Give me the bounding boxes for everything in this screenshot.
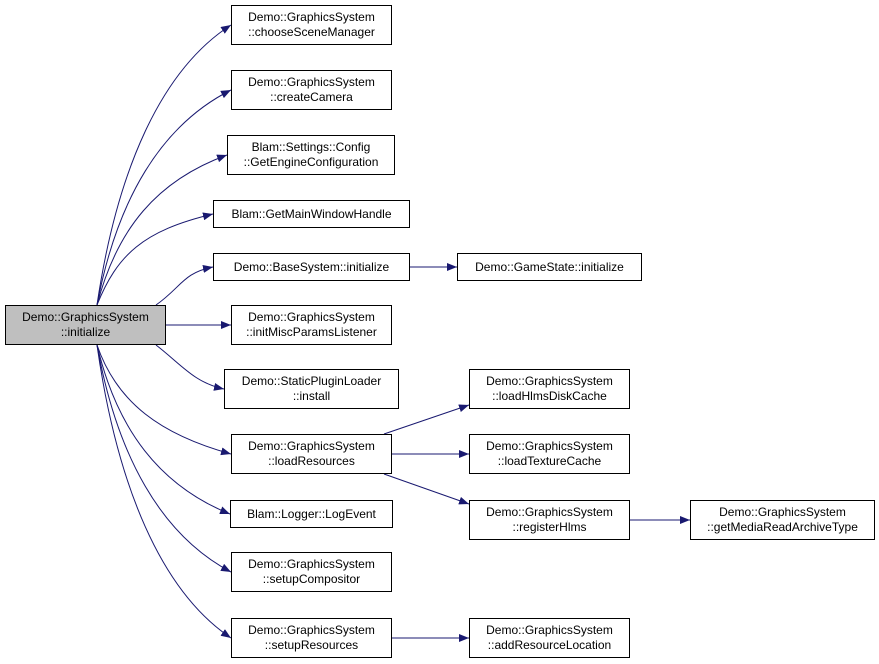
node-load-hlms-disk-cache[interactable]: Demo::GraphicsSystem ::loadHlmsDiskCache xyxy=(469,369,630,409)
node-register-hlms[interactable]: Demo::GraphicsSystem ::registerHlms xyxy=(469,500,630,540)
node-log-event[interactable]: Blam::Logger::LogEvent xyxy=(230,500,393,528)
node-base-system-initialize[interactable]: Demo::BaseSystem::initialize xyxy=(213,253,410,281)
node-label-line: Demo::GraphicsSystem xyxy=(248,310,375,324)
edge-load_resources-to-register_hlms xyxy=(383,473,470,505)
edge-root-to-create_camera xyxy=(96,89,232,306)
node-label-line: ::initMiscParamsListener xyxy=(246,325,377,339)
node-label-line: ::GetEngineConfiguration xyxy=(243,155,379,169)
node-get-engine-configuration[interactable]: Blam::Settings::Config ::GetEngineConfig… xyxy=(227,135,395,175)
node-load-texture-cache[interactable]: Demo::GraphicsSystem ::loadTextureCache xyxy=(469,434,630,474)
node-label-line: ::setupCompositor xyxy=(262,572,361,586)
edge-root-to-setup_compositor xyxy=(96,344,232,573)
node-label-line: Demo::GameState::initialize xyxy=(475,259,624,274)
node-static-plugin-loader-install[interactable]: Demo::StaticPluginLoader ::install xyxy=(224,369,399,409)
node-label-line: ::loadResources xyxy=(268,454,355,468)
node-graphics-system-initialize: Demo::GraphicsSystem ::initialize xyxy=(5,305,166,345)
node-setup-resources[interactable]: Demo::GraphicsSystem ::setupResources xyxy=(231,618,392,658)
node-get-main-window-handle[interactable]: Blam::GetMainWindowHandle xyxy=(213,200,410,228)
node-load-resources[interactable]: Demo::GraphicsSystem ::loadResources xyxy=(231,434,392,474)
edge-load_resources-to-load_hlms_disk_cache xyxy=(383,404,470,435)
node-label-line: Blam::Settings::Config xyxy=(251,140,371,154)
node-label-line: Blam::Logger::LogEvent xyxy=(247,506,376,521)
edge-root-to-base_system_initialize xyxy=(155,264,214,306)
edge-root-to-static_plugin_loader_install xyxy=(155,344,225,391)
node-setup-compositor[interactable]: Demo::GraphicsSystem ::setupCompositor xyxy=(231,552,392,592)
node-label-line: ::install xyxy=(292,389,331,403)
node-label-line: ::registerHlms xyxy=(512,520,587,534)
node-label-line: Demo::GraphicsSystem xyxy=(486,374,613,388)
node-label-line: Demo::StaticPluginLoader xyxy=(241,374,382,388)
node-label-line: Demo::GraphicsSystem xyxy=(486,623,613,637)
edge-root-to-log_event xyxy=(96,344,231,515)
node-label-line: ::loadHlmsDiskCache xyxy=(492,389,607,403)
edge-root-to-choose_scene_manager xyxy=(96,24,232,306)
node-label-line: Demo::GraphicsSystem xyxy=(248,623,375,637)
edge-root-to-get_engine_configuration xyxy=(96,154,228,306)
node-label-line: Demo::GraphicsSystem xyxy=(486,505,613,519)
node-label-line: ::createCamera xyxy=(270,90,353,104)
node-label-line: ::initialize xyxy=(60,325,111,339)
node-get-media-read-archive-type[interactable]: Demo::GraphicsSystem ::getMediaReadArchi… xyxy=(690,500,875,540)
node-label-line: Demo::GraphicsSystem xyxy=(248,557,375,571)
node-label-line: ::chooseSceneManager xyxy=(248,25,375,39)
node-label-line: Demo::GraphicsSystem xyxy=(719,505,846,519)
node-label-line: Blam::GetMainWindowHandle xyxy=(231,206,392,221)
node-init-misc-params-listener[interactable]: Demo::GraphicsSystem ::initMiscParamsLis… xyxy=(231,305,392,345)
node-label-line: Demo::GraphicsSystem xyxy=(486,439,613,453)
edge-root-to-load_resources xyxy=(96,344,232,456)
edge-root-to-setup_resources xyxy=(96,344,232,639)
node-label-line: ::getMediaReadArchiveType xyxy=(707,520,858,534)
node-label-line: Demo::GraphicsSystem xyxy=(248,75,375,89)
node-create-camera[interactable]: Demo::GraphicsSystem ::createCamera xyxy=(231,70,392,110)
node-add-resource-location[interactable]: Demo::GraphicsSystem ::addResourceLocati… xyxy=(469,618,630,658)
node-label-line: ::loadTextureCache xyxy=(497,454,602,468)
node-label-line: ::addResourceLocation xyxy=(487,638,612,652)
node-label-line: Demo::BaseSystem::initialize xyxy=(233,259,390,274)
node-label-line: Demo::GraphicsSystem xyxy=(248,439,375,453)
node-label-line: Demo::GraphicsSystem xyxy=(248,10,375,24)
edge-root-to-get_main_window_handle xyxy=(96,212,214,306)
node-game-state-initialize[interactable]: Demo::GameState::initialize xyxy=(457,253,642,281)
node-label-line: Demo::GraphicsSystem xyxy=(22,310,149,324)
node-choose-scene-manager[interactable]: Demo::GraphicsSystem ::chooseSceneManage… xyxy=(231,5,392,45)
node-label-line: ::setupResources xyxy=(264,638,359,652)
